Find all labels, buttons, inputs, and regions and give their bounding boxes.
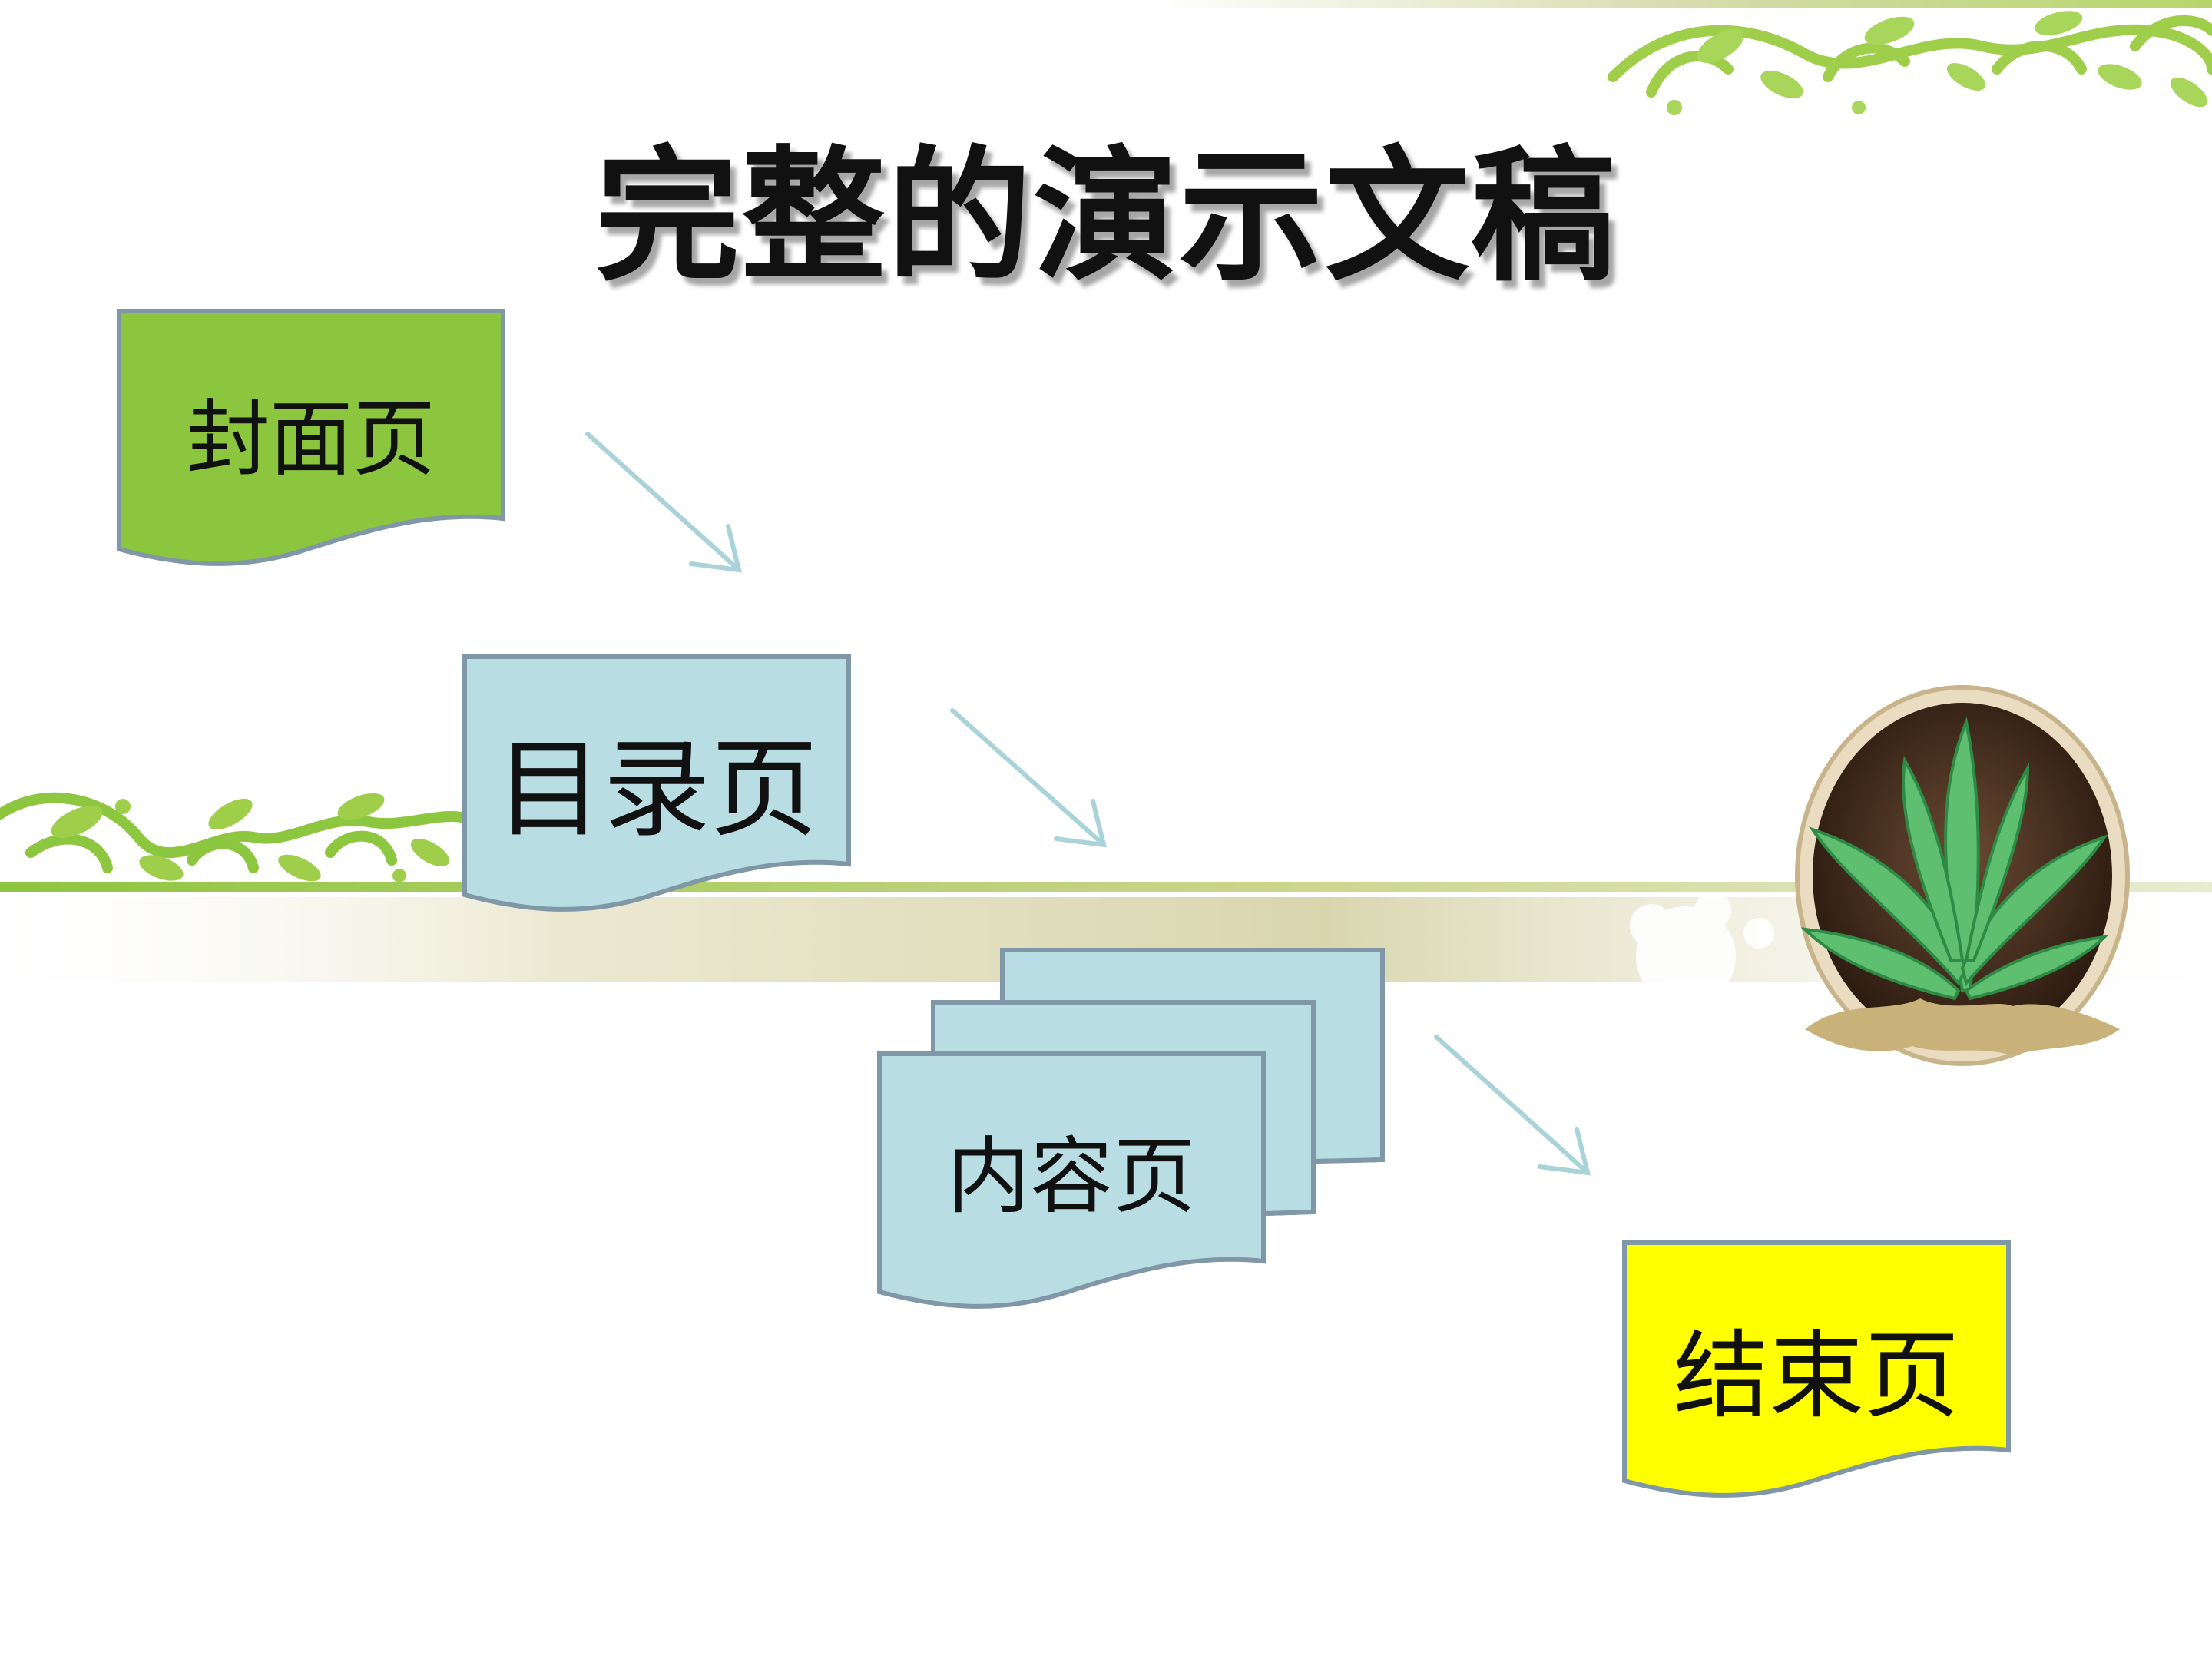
top-edge-line: [1152, 0, 2212, 8]
arrow-toc-to-content: [950, 708, 1107, 848]
slide-title: 完整的演示文稿: [595, 133, 1617, 301]
arrow-cover-to-toc: [585, 432, 742, 573]
vine-leaves-left: [51, 793, 450, 882]
content-page-label: 内容页: [946, 1129, 1196, 1225]
end-page-shape: [1622, 1240, 2011, 1498]
plant-photo-icon: [1795, 685, 2130, 1066]
toc-page-shape: [462, 654, 851, 912]
arrow-content-to-end: [1434, 1035, 1591, 1176]
band-circles: [1630, 892, 1774, 1006]
content-page-shape: [877, 1051, 1266, 1309]
end-page-label: 结束页: [1673, 1321, 1959, 1432]
vine-ornament-left: [0, 792, 482, 873]
toc-page-label: 目录页: [495, 727, 818, 853]
cover-page-label: 封面页: [186, 392, 435, 488]
photo-frame-ornament: [1805, 998, 2120, 1056]
cover-page-shape: [117, 309, 505, 566]
vine-leaves-top: [1667, 11, 2208, 115]
